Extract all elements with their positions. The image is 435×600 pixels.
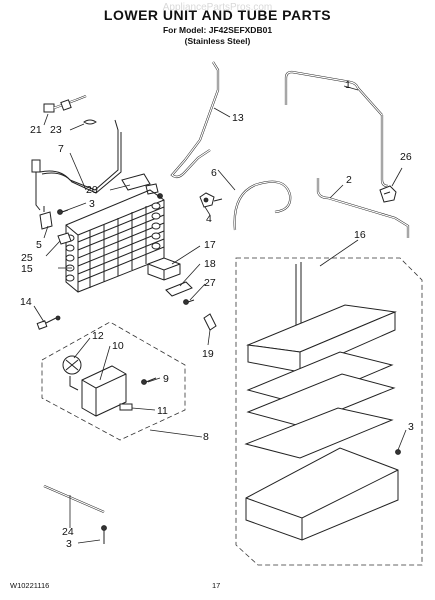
part-4-fitting [199, 192, 223, 208]
callout-27: 27 [204, 277, 216, 289]
callout-3: 3 [408, 421, 414, 433]
part-5-bracket [39, 206, 53, 230]
callout-25: 25 [21, 252, 33, 264]
part-7-harness [31, 119, 122, 211]
callout-12: 12 [92, 330, 104, 342]
callout-9: 9 [163, 373, 169, 385]
leader-lines [33, 85, 407, 544]
part-25-pad [57, 232, 72, 245]
condenser-fittings [145, 183, 163, 199]
watermark: AppliancePartsPros.com [162, 2, 273, 13]
page-number: 17 [212, 581, 221, 590]
callout-11: 11 [157, 405, 168, 417]
model-line: For Model: JF42SEFXDB01 [162, 25, 273, 35]
callout-8: 8 [203, 431, 209, 443]
callout-10: 10 [112, 340, 124, 352]
part-6-coil-tube [233, 180, 292, 231]
callout-4: 4 [206, 213, 212, 225]
part-3-screw-lower [101, 525, 107, 544]
part-20-plate [121, 173, 151, 191]
part-18-plate [165, 281, 193, 297]
page-title: LOWER UNIT AND TUBE PARTS [103, 7, 332, 23]
part-13-tube [170, 61, 220, 179]
part-27-screw [183, 299, 195, 305]
callout-21: 21 [30, 124, 42, 136]
part-16-tray-assembly [235, 257, 423, 566]
callout-3: 3 [89, 198, 95, 210]
part-26-clip [379, 185, 397, 203]
callout-numbers: 1 2 26 13 6 4 16 21 23 7 20 3 5 25 15 17… [20, 79, 414, 550]
part-17-bracket [147, 257, 181, 281]
callout-2: 2 [346, 174, 352, 186]
callout-6: 6 [211, 167, 217, 179]
callout-14: 14 [20, 296, 32, 308]
callout-19: 19 [202, 348, 214, 360]
callout-3: 3 [66, 538, 72, 550]
callout-20: 20 [86, 184, 98, 196]
callout-18: 18 [204, 258, 216, 270]
part-2-tube [316, 178, 410, 238]
part-19-sleeve [203, 313, 217, 331]
variant-line: (Stainless Steel) [184, 36, 251, 46]
part-24-strip [43, 484, 105, 514]
part-23-clip [83, 119, 97, 125]
callout-1: 1 [345, 79, 351, 91]
callout-24: 24 [62, 526, 74, 538]
callout-26: 26 [400, 151, 412, 163]
callout-23: 23 [50, 124, 62, 136]
callout-13: 13 [232, 112, 244, 124]
part-21-connector [43, 94, 87, 113]
callout-15: 15 [21, 263, 33, 275]
part-8-fan-assembly [41, 321, 186, 441]
callout-16: 16 [354, 229, 366, 241]
callout-17: 17 [204, 239, 216, 251]
callout-7: 7 [58, 143, 64, 155]
callout-5: 5 [36, 239, 42, 251]
part-14-sensor [36, 315, 61, 330]
part-1-tube [284, 70, 389, 188]
doc-number: W10221116 [10, 581, 50, 590]
